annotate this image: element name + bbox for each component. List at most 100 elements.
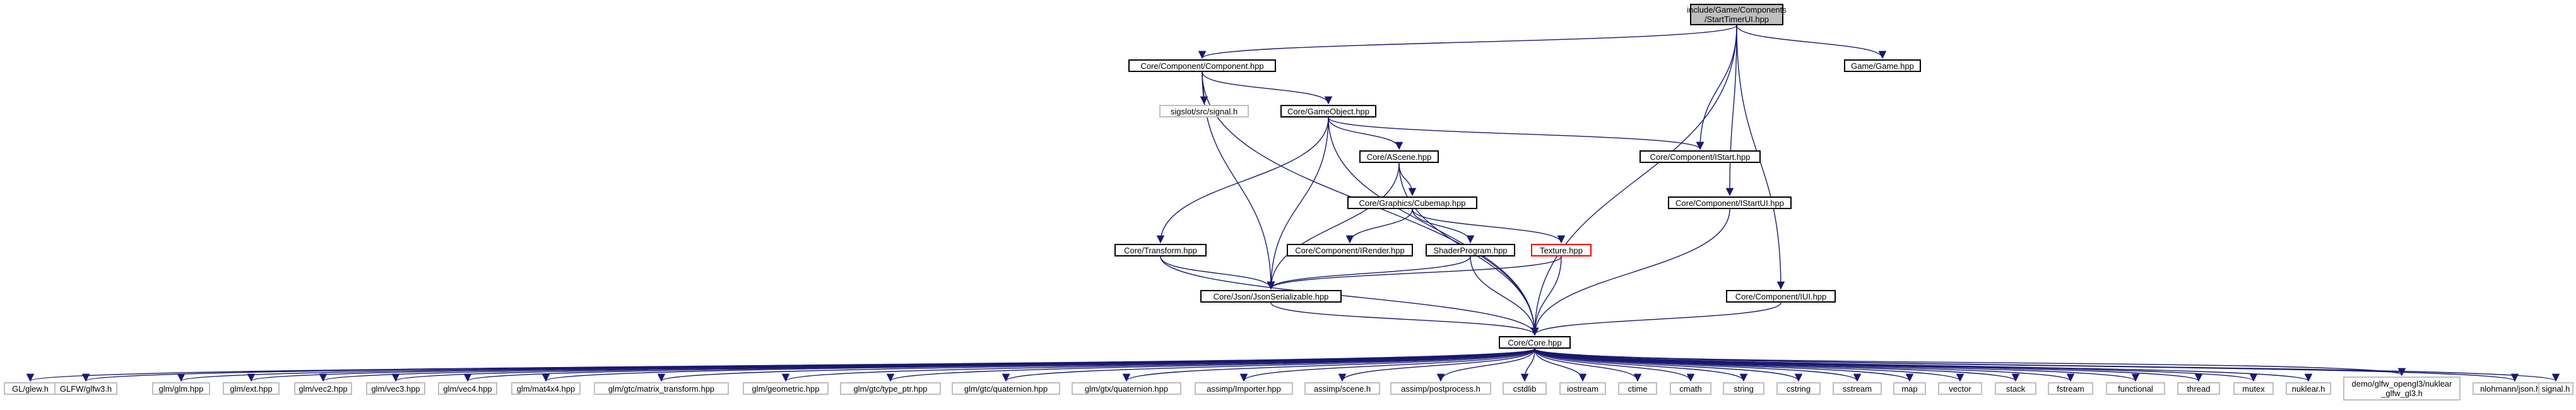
edge-cubemap-to-shader [1412,208,1475,244]
edge-texture-to-json [1267,256,1562,290]
node-label: glm/glm.hpp [158,383,204,394]
node-label: glm/gtx/quaternion.hpp [1084,383,1169,394]
node-b0: GL/glew.h [4,382,57,395]
edge-core-to-b21 [1534,348,1803,382]
node-label: signal.h [2541,383,2570,394]
edge-core-to-b15 [1436,348,1535,382]
node-label: Core/Graphics/Cubemap.hpp [1359,198,1466,208]
node-label: nuklear.h [2291,383,2325,394]
node-sigslot: sigslot/src/signal.h [1159,105,1249,118]
node-label: Core/Component/IStartUI.hpp [1675,198,1784,208]
edge-core-to-b13 [1239,348,1535,382]
edge-core-to-b12 [1122,348,1535,382]
node-label: ShaderProgram.hpp [1433,245,1508,255]
edge-core-to-b19 [1534,348,1695,382]
node-label: Core/Core.hpp [1508,337,1562,347]
node-label: cstring [1786,383,1811,394]
node-b7: glm/mat4x4.hpp [511,382,581,395]
node-b10: glm/gtc/type_ptr.hpp [840,382,941,395]
node-iui[interactable]: Core/Component/IUI.hpp [1726,290,1836,303]
node-b9: glm/geometric.hpp [743,382,829,395]
node-b32: nlohmann/json.hpp [2473,382,2557,395]
node-b27: functional [2106,382,2165,395]
edge-cubemap-to-irender [1345,208,1413,244]
node-label: include/Game/Components /StartTimerUI.hp… [1687,5,1787,24]
node-label: GLFW/glfw3.h [59,383,112,394]
node-label: Core/Component/Component.hpp [1140,61,1264,71]
node-istart[interactable]: Core/Component/IStart.hpp [1640,150,1761,163]
node-ascene[interactable]: Core/AScene.hpp [1359,150,1439,163]
node-label: Core/Component/IStart.hpp [1650,152,1751,162]
node-texture[interactable]: Texture.hpp [1531,244,1592,256]
node-core[interactable]: Core/Core.hpp [1499,336,1571,349]
node-label: glm/ext.hpp [230,383,273,394]
edge-root-to-gamehpp [1736,25,1887,59]
node-transform[interactable]: Core/Transform.hpp [1114,244,1207,256]
node-label: cmath [1679,383,1702,394]
node-label: glm/geometric.hpp [752,383,820,394]
edge-root-to-core [1530,25,1737,336]
node-label: mutex [2242,383,2265,394]
node-irender[interactable]: Core/Component/IRender.hpp [1287,244,1413,256]
node-label: Core/Component/IRender.hpp [1295,245,1405,255]
node-b30: nuklear.h [2286,382,2331,395]
node-b14: assimp/scene.h [1304,382,1380,395]
edge-core-to-b14 [1338,348,1535,382]
node-b2: glm/glm.hpp [152,382,210,395]
node-b8: glm/gtc/matrix_transform.hpp [594,382,729,395]
node-b28: thread [2177,382,2220,395]
node-b5: glm/vec3.hpp [366,382,425,395]
node-label: Core/Component/IUI.hpp [1735,291,1827,301]
edge-transform-to-json [1160,256,1275,290]
node-label: assimp/Importer.hpp [1207,383,1281,394]
node-b17: iostream [1559,382,1606,395]
node-gameobject[interactable]: Core/GameObject.hpp [1280,105,1376,118]
edge-core-to-b20 [1534,348,1748,382]
edge-gameobject-to-ascene [1328,117,1403,150]
node-label: GL/glew.h [12,383,49,394]
node-json[interactable]: Core/Json/JsonSerializable.hpp [1200,290,1342,303]
node-label: fstream [2057,383,2084,394]
node-label: iostream [1567,383,1598,394]
node-label: demo/glfw_opengl3/nuklear _glfw_gl3.h [2351,379,2452,398]
node-b26: fstream [2048,382,2093,395]
node-component[interactable]: Core/Component/Component.hpp [1128,59,1276,72]
node-label: Game/Game.hpp [1851,61,1914,71]
edge-json-to-core [1270,302,1539,336]
node-b23: map [1893,382,1926,395]
edge-istartui-to-core [1530,208,1730,336]
node-shader[interactable]: ShaderProgram.hpp [1426,244,1515,256]
edge-core-to-b16 [1520,348,1535,382]
edge-gameobject-to-transform [1156,117,1329,244]
node-label: string [1734,383,1754,394]
node-b15: assimp/postprocess.h [1390,382,1491,395]
node-label: stack [2006,383,2026,394]
node-label: vector [1949,383,1971,394]
node-b22: sstream [1833,382,1882,395]
node-label: glm/vec4.hpp [443,383,492,394]
node-b21: cstring [1776,382,1821,395]
node-cubemap[interactable]: Core/Graphics/Cubemap.hpp [1347,196,1477,209]
edge-root-to-istartui [1725,25,1737,196]
edge-core-to-b11 [1002,348,1535,382]
node-b25: stack [1995,382,2036,395]
edge-root-to-istart [1696,25,1737,150]
node-label: glm/gtc/type_ptr.hpp [853,383,928,394]
edge-core-to-b0 [27,348,1535,382]
node-label: glm/mat4x4.hpp [516,383,576,394]
node-label: sigslot/src/signal.h [1170,106,1238,116]
node-label: Core/GameObject.hpp [1287,106,1370,116]
edge-gameobject-to-json [1267,117,1329,290]
edge-transform-to-core [1160,256,1539,336]
node-label: glm/gtc/matrix_transform.hpp [608,383,715,394]
node-gamehpp[interactable]: Game/Game.hpp [1844,59,1921,72]
node-b1: GLFW/glfw3.h [54,382,117,395]
edge-ascene-to-json [1267,162,1400,290]
edge-cubemap-to-texture [1412,208,1566,244]
edge-iui-to-core [1530,302,1781,336]
node-label: functional [2118,383,2153,394]
node-istartui[interactable]: Core/Component/IStartUI.hpp [1668,196,1792,209]
edge-component-to-gameobject [1202,71,1333,105]
node-root[interactable]: include/Game/Components /StartTimerUI.hp… [1687,4,1787,25]
